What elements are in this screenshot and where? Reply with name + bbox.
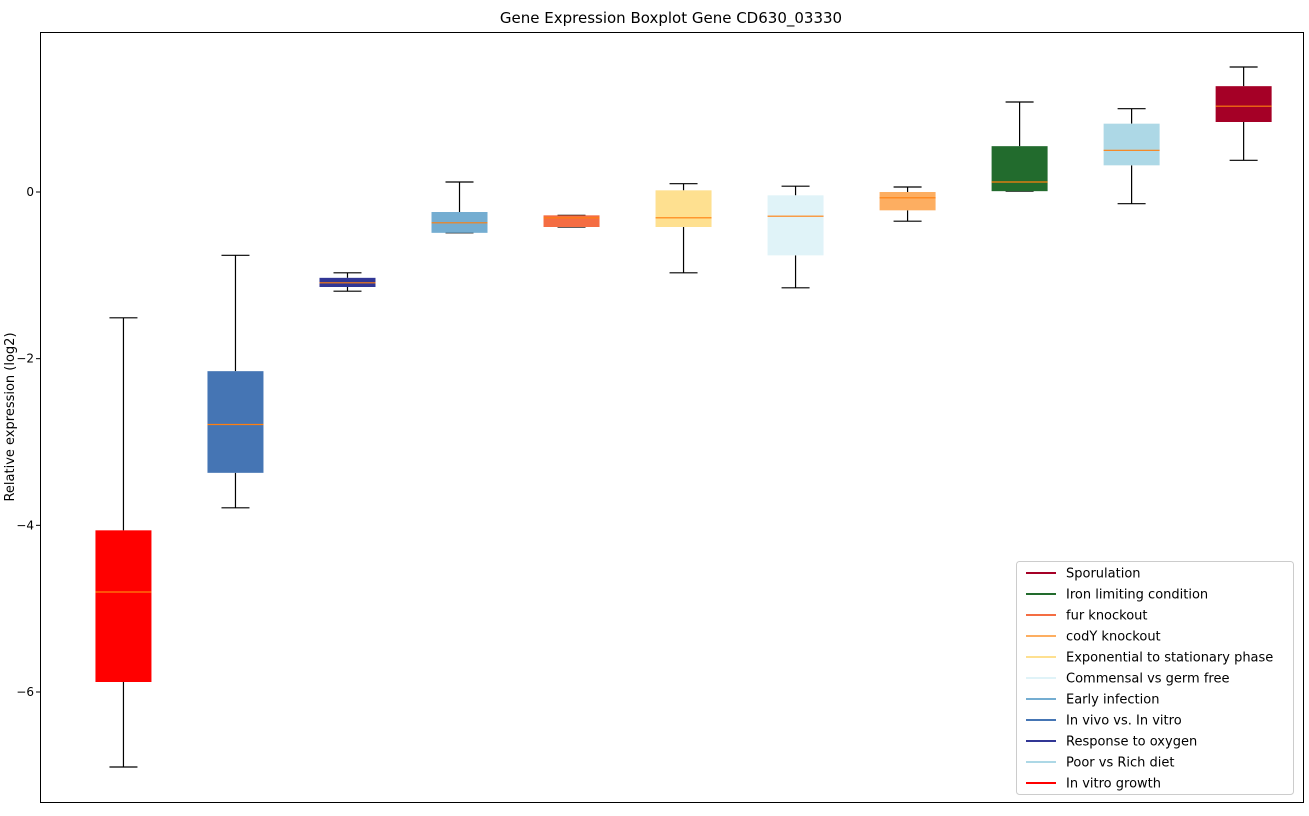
- box-iron-limiting-condition: [991, 101, 1048, 192]
- legend-label: In vitro growth: [1066, 777, 1161, 792]
- legend-label: Response to oxygen: [1066, 735, 1197, 750]
- box-fur-knockout: [543, 214, 600, 228]
- box-body: [655, 190, 712, 227]
- legend-label: Poor vs Rich diet: [1066, 756, 1174, 771]
- y-axis-label: Relative expression (log2): [3, 332, 18, 501]
- legend-frame: [1016, 561, 1294, 795]
- legend-entry: Commensal vs germ free: [1026, 672, 1229, 687]
- box-body: [767, 195, 824, 256]
- y-tick-label: −2: [16, 352, 34, 366]
- legend-entry: codY knockout: [1026, 630, 1161, 645]
- plot-frame: [40, 32, 1304, 803]
- legend-entry: Early infection: [1026, 693, 1159, 708]
- legend-label: Sporulation: [1066, 567, 1141, 582]
- y-tick-label: −4: [16, 518, 34, 532]
- legend-label: Early infection: [1066, 693, 1159, 708]
- y-axis: 0 −2 −4 −6: [16, 185, 40, 699]
- box-exponential-to-stationary-phase: [655, 183, 712, 274]
- legend-label: Iron limiting condition: [1066, 588, 1208, 603]
- legend-entry: In vivo vs. In vitro: [1026, 714, 1182, 729]
- box-early-infection: [431, 181, 488, 234]
- box-body: [1215, 86, 1272, 122]
- legend-label: In vivo vs. In vitro: [1066, 714, 1182, 729]
- legend-label: Exponential to stationary phase: [1066, 651, 1273, 666]
- box-body: [543, 215, 600, 227]
- legend-entry: In vitro growth: [1026, 777, 1161, 792]
- legend-entry: Response to oxygen: [1026, 735, 1197, 750]
- box-sporulation: [1215, 66, 1272, 161]
- box-body: [1103, 123, 1160, 166]
- box-body: [207, 371, 264, 473]
- box-cody-knockout: [879, 186, 936, 222]
- boxes-layer: [95, 66, 1272, 768]
- legend-label: Commensal vs germ free: [1066, 672, 1229, 687]
- chart-title: Gene Expression Boxplot Gene CD630_03330: [500, 9, 842, 28]
- legend-entry: Iron limiting condition: [1026, 588, 1208, 603]
- box-in-vivo-vs-in-vitro: [207, 254, 264, 509]
- box-body: [95, 530, 152, 682]
- box-body: [879, 192, 936, 211]
- legend-entry: Sporulation: [1026, 567, 1141, 582]
- box-poor-vs-rich-diet: [1103, 108, 1160, 205]
- box-body: [991, 146, 1048, 192]
- y-tick-label: −6: [16, 685, 34, 699]
- legend-entry: fur knockout: [1026, 609, 1148, 624]
- legend-label: codY knockout: [1066, 630, 1161, 645]
- box-commensal-vs-germ-free: [767, 185, 824, 289]
- box-response-to-oxygen: [319, 272, 376, 292]
- box-in-vitro-growth: [95, 317, 152, 768]
- legend-label: fur knockout: [1066, 609, 1148, 624]
- y-tick-label: 0: [26, 185, 34, 199]
- legend-entry: Exponential to stationary phase: [1026, 651, 1273, 666]
- legend-entry: Poor vs Rich diet: [1026, 756, 1174, 771]
